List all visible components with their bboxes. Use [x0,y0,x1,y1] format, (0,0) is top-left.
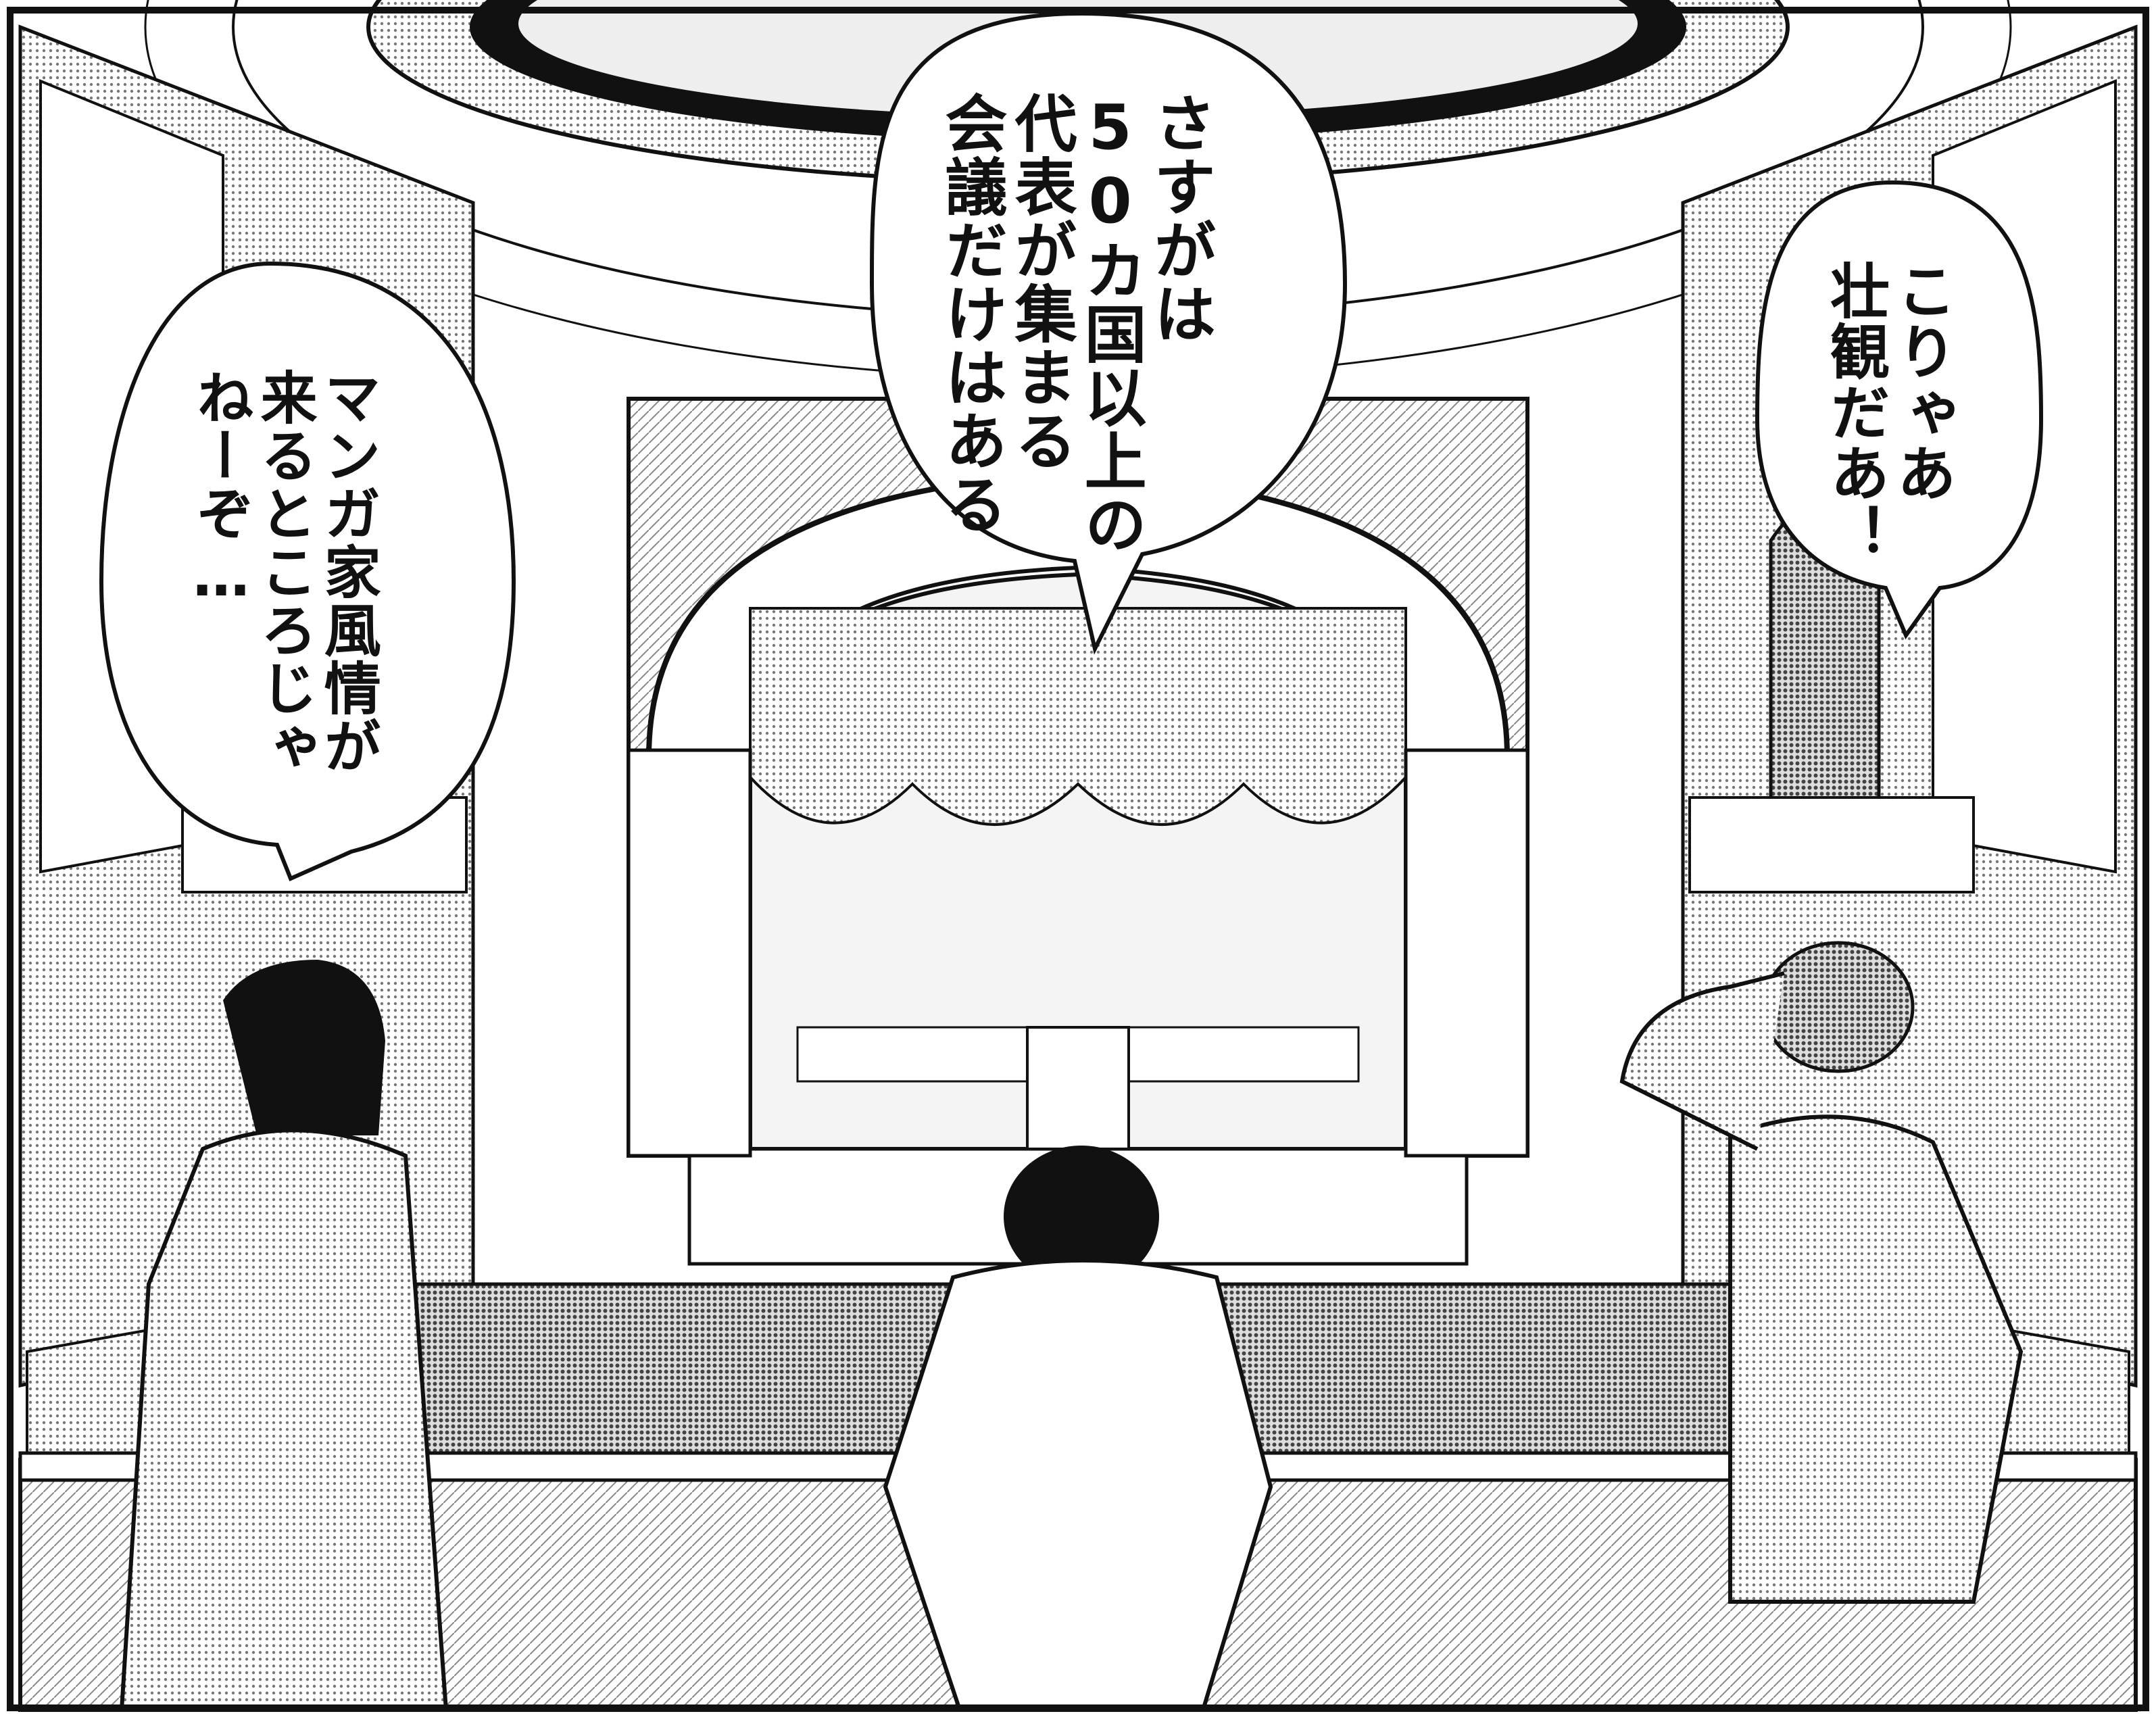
speech-line: 来るところじゃ [251,368,318,775]
speech-line: 代表が集まる [1004,91,1077,472]
speech-bubble-right-text: こりゃあ壮観だあ！ [1820,260,1957,564]
speech-line: こりゃあ [1887,260,1957,504]
speech-line: マンガ家風情が [315,368,382,775]
speech-line: ねーぞ… [188,368,255,610]
speech-bubble-right-shape [1755,180,2044,640]
right-man-figure [1619,941,2024,1604]
speech-bubble-left-text: マンガ家風情が来るところじゃねーぞ… [188,368,382,814]
panel-border [7,7,2149,1711]
speech-bubble-left-shape [99,261,516,882]
speech-line: 壮観だあ！ [1820,260,1890,564]
center-man-figure [883,1146,1273,1712]
speech-line: 会議だけはある [935,91,1008,536]
speech-bubble-center-shape [869,11,1348,655]
right-column [1404,748,1529,1158]
left-column [627,748,752,1158]
speech-line: さすがは [1144,91,1217,345]
stage [687,572,1469,1266]
left-man-figure [119,960,449,1712]
speech-line: 50カ国以上の [1074,91,1147,556]
